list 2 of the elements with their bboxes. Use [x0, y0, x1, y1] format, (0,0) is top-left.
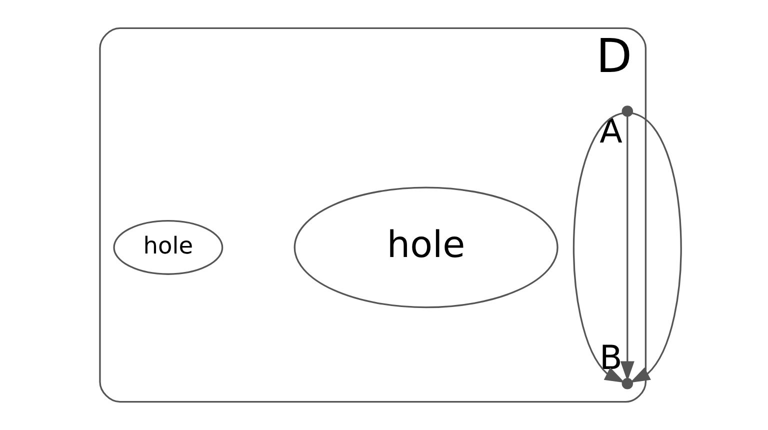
node-label: A	[600, 112, 622, 151]
node-label: B	[600, 338, 622, 377]
